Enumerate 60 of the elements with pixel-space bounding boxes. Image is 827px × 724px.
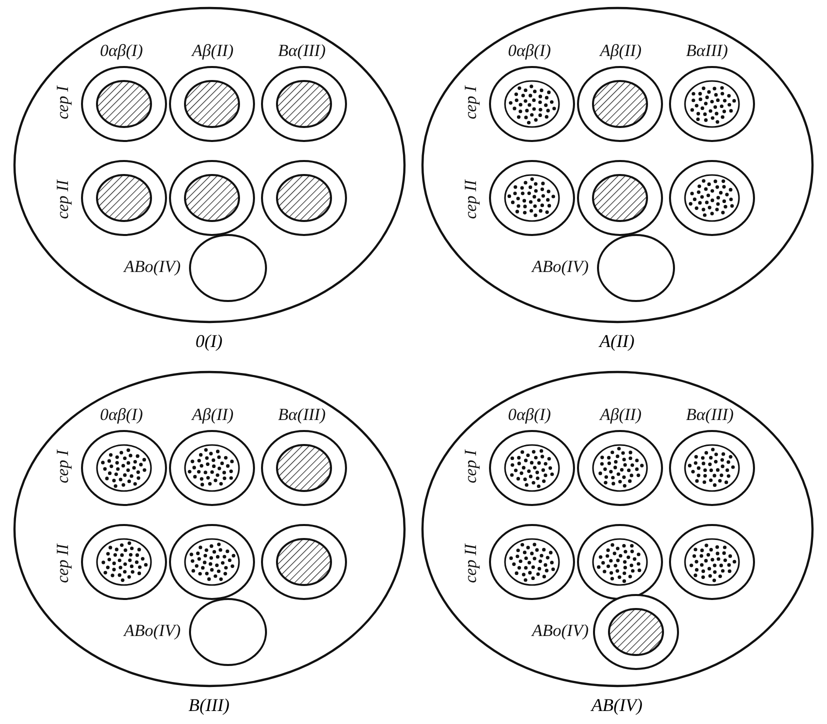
row-label: сер I xyxy=(54,86,71,120)
column-label: 0αβ(I) xyxy=(508,406,551,423)
test-well xyxy=(81,524,167,600)
test-well xyxy=(577,66,663,142)
well-label: ABo(IV) xyxy=(124,258,181,275)
column-label: Bα(III) xyxy=(278,42,326,59)
test-well xyxy=(669,160,755,236)
test-well xyxy=(189,234,267,302)
test-well xyxy=(577,430,663,506)
test-well xyxy=(261,160,347,236)
test-well xyxy=(593,594,679,670)
well-label: ABo(IV) xyxy=(532,258,589,275)
test-well xyxy=(669,66,755,142)
test-well xyxy=(169,430,255,506)
column-label: 0αβ(I) xyxy=(100,42,143,59)
plate-caption: B(III) xyxy=(188,696,230,714)
test-well xyxy=(489,524,575,600)
test-well xyxy=(81,160,167,236)
test-well xyxy=(169,524,255,600)
test-well xyxy=(261,430,347,506)
test-well xyxy=(261,524,347,600)
test-well xyxy=(577,524,663,600)
test-well xyxy=(169,160,255,236)
test-well xyxy=(169,66,255,142)
plate-caption: 0(I) xyxy=(196,332,222,350)
test-well xyxy=(81,66,167,142)
test-well xyxy=(189,598,267,666)
row-label: сер I xyxy=(462,450,479,484)
test-plate xyxy=(420,6,815,324)
column-label: Aβ(II) xyxy=(192,406,234,423)
row-label: сер II xyxy=(462,180,479,219)
plate-caption: AB(IV) xyxy=(592,696,642,714)
well-label: ABo(IV) xyxy=(532,622,589,639)
column-label: 0αβ(I) xyxy=(508,42,551,59)
plate-caption: A(II) xyxy=(600,332,634,350)
test-well xyxy=(261,66,347,142)
column-label: Bα(III) xyxy=(686,406,734,423)
row-label: сер I xyxy=(54,450,71,484)
test-plate xyxy=(420,370,815,688)
test-well xyxy=(577,160,663,236)
test-well xyxy=(669,524,755,600)
row-label: сер I xyxy=(462,86,479,120)
column-label: Bα(III) xyxy=(278,406,326,423)
column-label: Aβ(II) xyxy=(600,406,642,423)
row-label: сер II xyxy=(462,544,479,583)
column-label: 0αβ(I) xyxy=(100,406,143,423)
well-label: ABo(IV) xyxy=(124,622,181,639)
row-label: сер II xyxy=(54,544,71,583)
test-well xyxy=(597,234,675,302)
column-label: BαIII) xyxy=(686,42,728,59)
test-plate xyxy=(12,370,407,688)
test-plate xyxy=(12,6,407,324)
test-well xyxy=(669,430,755,506)
test-well xyxy=(489,66,575,142)
test-well xyxy=(81,430,167,506)
column-label: Aβ(II) xyxy=(600,42,642,59)
test-well xyxy=(489,430,575,506)
column-label: Aβ(II) xyxy=(192,42,234,59)
row-label: сер II xyxy=(54,180,71,219)
test-well xyxy=(489,160,575,236)
